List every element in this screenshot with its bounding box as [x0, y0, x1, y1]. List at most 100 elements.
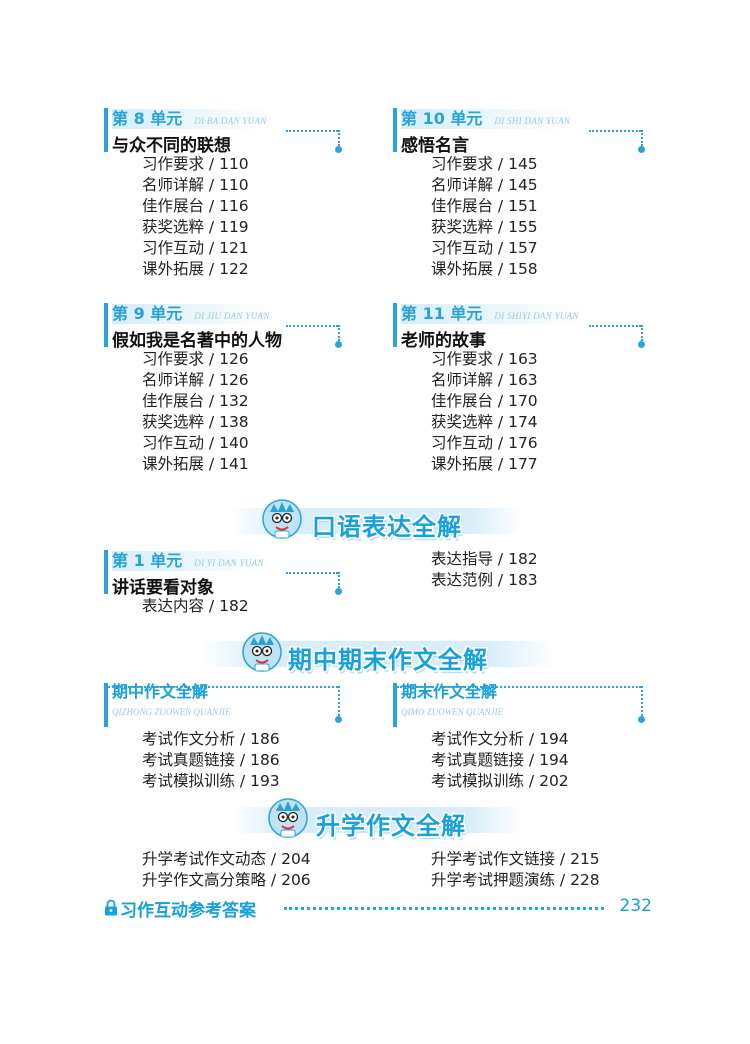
unit-label[interactable]: 期中作文全解	[112, 682, 209, 701]
bullet-dot	[335, 716, 342, 723]
toc-entry[interactable]: 课外拓展 / 122	[142, 260, 249, 278]
unit-title[interactable]: 与众不同的联想	[112, 136, 231, 156]
toc-entry[interactable]: 课外拓展 / 158	[431, 260, 538, 278]
toc-entry[interactable]: 考试真题链接 / 186	[142, 751, 280, 769]
banner-title[interactable]: 期中期末作文全解	[288, 645, 488, 674]
toc-entry[interactable]: 名师详解 / 163	[431, 371, 538, 389]
unit-10: 第 10 单元 DI SHI DAN YUAN 感悟名言 习作要求 / 145 名…	[393, 108, 648, 280]
entry-list: 考试作文分析 / 186 考试真题链接 / 186 考试模拟训练 / 193	[104, 729, 359, 792]
dotted-line	[641, 686, 643, 716]
toc-entry[interactable]: 佳作展台 / 170	[431, 392, 538, 410]
unit-label[interactable]: 期末作文全解	[401, 682, 498, 701]
entry-list: 习作要求 / 163 名师详解 / 163 佳作展台 / 170 获奖选粹 / …	[393, 349, 648, 475]
dotted-line	[589, 130, 641, 132]
page-number: 232	[619, 896, 652, 916]
toc-entry[interactable]: 升学考试作文动态 / 204	[142, 850, 311, 868]
entry-list: 考试作文分析 / 194 考试真题链接 / 194 考试模拟训练 / 202	[393, 729, 648, 792]
toc-entry[interactable]: 佳作展台 / 116	[142, 197, 249, 215]
toc-entry[interactable]: 表达指导 / 182	[431, 550, 538, 568]
unit-label: 第 1 单元 DI YI DAN YUAN	[112, 551, 270, 571]
toc-entry[interactable]: 习作互动 / 157	[431, 239, 538, 257]
toc-entry[interactable]: 习作要求 / 163	[431, 350, 538, 368]
toc-entry[interactable]: 获奖选粹 / 138	[142, 413, 249, 431]
dotted-line	[641, 130, 643, 146]
unit-title[interactable]: 讲话要看对象	[112, 578, 214, 598]
unit-number: 第 10 单元	[401, 109, 483, 128]
dotted-line	[397, 686, 641, 688]
toc-entry[interactable]: 习作要求 / 145	[431, 155, 538, 173]
mascot-icon	[262, 499, 302, 539]
dotted-line	[338, 325, 340, 341]
dotted-line	[108, 686, 338, 688]
toc-entry[interactable]: 考试模拟训练 / 193	[142, 772, 280, 790]
bullet-dot	[335, 588, 342, 595]
answers-entry[interactable]: 习作互动参考答案 232	[104, 896, 652, 921]
unit-header: 期末作文全解 QIMO ZUOWEN QUANJIE	[393, 682, 648, 729]
unit-header: 第 1 单元 DI YI DAN YUAN 讲话要看对象	[104, 550, 359, 598]
unit-title[interactable]: 假如我是名著中的人物	[112, 331, 282, 351]
toc-entry[interactable]: 名师详解 / 110	[142, 176, 249, 194]
toc-entry[interactable]: 升学考试押题演练 / 228	[431, 871, 600, 889]
unit-bar	[393, 108, 397, 152]
toc-entry[interactable]: 考试作文分析 / 186	[142, 730, 280, 748]
toc-entry[interactable]: 获奖选粹 / 155	[431, 218, 538, 236]
toc-entry[interactable]: 表达内容 / 182	[142, 597, 249, 615]
toc-entry[interactable]: 考试模拟训练 / 202	[431, 772, 569, 790]
dotted-line	[286, 572, 338, 574]
unit-pinyin: DI JIU DAN YUAN	[194, 311, 270, 321]
bullet-dot	[638, 341, 645, 348]
section-banner-exam: 期中期末作文全解	[200, 631, 554, 675]
unit-header: 第 8 单元 DI BA DAN YUAN 与众不同的联想	[104, 108, 359, 156]
toc-entry[interactable]: 升学作文高分策略 / 206	[142, 871, 311, 889]
bullet-dot	[335, 341, 342, 348]
unit-title[interactable]: 感悟名言	[401, 136, 469, 156]
unit-number: 第 1 单元	[112, 551, 183, 570]
lock-icon	[105, 899, 117, 916]
toc-entry[interactable]: 习作要求 / 126	[142, 350, 249, 368]
dotted-line	[286, 325, 338, 327]
entry-list: 习作要求 / 126 名师详解 / 126 佳作展台 / 132 获奖选粹 / …	[104, 349, 359, 475]
bullet-dot	[335, 146, 342, 153]
toc-entry[interactable]: 名师详解 / 145	[431, 176, 538, 194]
unit-9: 第 9 单元 DI JIU DAN YUAN 假如我是名著中的人物 习作要求 / …	[104, 303, 359, 475]
unit-bar	[104, 550, 108, 594]
toc-entry[interactable]: 表达范例 / 183	[431, 571, 538, 589]
unit-bar	[104, 108, 108, 152]
bullet-dot	[638, 146, 645, 153]
toc-entry[interactable]: 升学考试作文链接 / 215	[431, 850, 600, 868]
unit-header: 第 10 单元 DI SHI DAN YUAN 感悟名言	[393, 108, 648, 156]
toc-entry[interactable]: 习作互动 / 140	[142, 434, 249, 452]
unit-header: 第 9 单元 DI JIU DAN YUAN 假如我是名著中的人物	[104, 303, 359, 351]
unit-pinyin: DI YI DAN YUAN	[194, 558, 264, 568]
unit-title[interactable]: 老师的故事	[401, 331, 486, 351]
toc-entry[interactable]: 佳作展台 / 151	[431, 197, 538, 215]
toc-entry[interactable]: 考试真题链接 / 194	[431, 751, 569, 769]
unit-pinyin: DI BA DAN YUAN	[194, 116, 267, 126]
unit-number: 第 9 单元	[112, 304, 183, 323]
mascot-icon	[268, 798, 308, 838]
unit-label: 第 9 单元 DI JIU DAN YUAN	[112, 304, 276, 324]
toc-entry[interactable]: 课外拓展 / 141	[142, 455, 249, 473]
toc-entry[interactable]: 习作要求 / 110	[142, 155, 249, 173]
toc-entry[interactable]: 课外拓展 / 177	[431, 455, 538, 473]
toc-entry[interactable]: 习作互动 / 176	[431, 434, 538, 452]
unit-label: 第 8 单元 DI BA DAN YUAN	[112, 109, 273, 129]
unit-number: 第 8 单元	[112, 109, 183, 128]
banner-title[interactable]: 口语表达全解	[312, 512, 462, 541]
toc-entry[interactable]: 考试作文分析 / 194	[431, 730, 569, 748]
toc-entry[interactable]: 获奖选粹 / 119	[142, 218, 249, 236]
toc-entry[interactable]: 获奖选粹 / 174	[431, 413, 538, 431]
unit-bar	[393, 303, 397, 347]
section-banner-promotion: 升学作文全解	[232, 797, 522, 841]
toc-entry[interactable]: 名师详解 / 126	[142, 371, 249, 389]
unit-pinyin: DI SHIYI DAN YUAN	[494, 311, 579, 321]
toc-entry[interactable]: 习作互动 / 121	[142, 239, 249, 257]
dotted-line	[338, 130, 340, 146]
entry-list: 习作要求 / 145 名师详解 / 145 佳作展台 / 151 获奖选粹 / …	[393, 154, 648, 280]
unit-pinyin: DI SHI DAN YUAN	[494, 116, 571, 126]
banner-title[interactable]: 升学作文全解	[316, 811, 466, 840]
toc-entry[interactable]: 佳作展台 / 132	[142, 392, 249, 410]
